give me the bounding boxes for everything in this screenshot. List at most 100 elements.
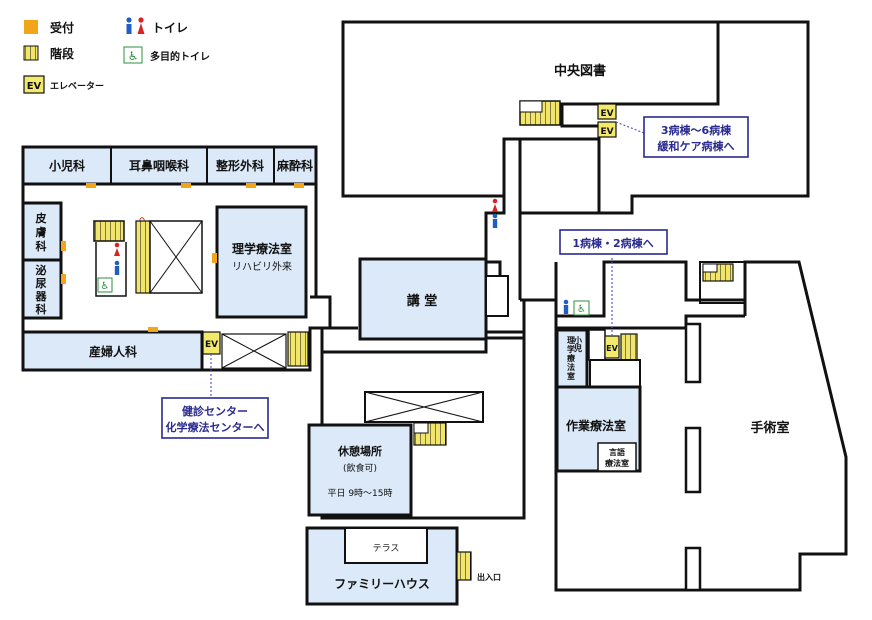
physical-therapy-label: 理学療法室	[232, 241, 292, 256]
obgyn-room	[21, 330, 204, 372]
obgyn-void-cross	[221, 333, 287, 369]
lecture-hall-room	[358, 257, 488, 341]
atrium-void-cross	[149, 220, 203, 294]
rest-area-walls	[320, 328, 526, 520]
occupational-therapy-label: 作業療法室	[566, 418, 626, 433]
legend-stairs-swatch	[23, 45, 39, 61]
west-toilet-enclosure	[95, 242, 127, 297]
ent-label: 耳鼻咽喉科	[129, 158, 189, 173]
east-toilet-male-body	[563, 305, 569, 314]
family-house-label: ファミリーハウス	[334, 577, 430, 591]
speech-therapy-label-line2: 療法室	[605, 458, 629, 468]
west-toilet-male-head	[114, 260, 120, 266]
reception-marker	[212, 253, 217, 263]
callout-wards-1-2	[559, 229, 668, 255]
pediatric-rehab-room	[555, 328, 589, 389]
library-elevator-2	[597, 121, 617, 138]
legend-elevator-swatch	[23, 75, 45, 94]
reception-marker	[61, 274, 66, 284]
urology-room	[21, 258, 63, 320]
dermatology-label-2: 膚	[36, 225, 47, 239]
legend-accessible-label: 多目的トイレ	[150, 50, 210, 63]
east-accessible-box	[573, 300, 590, 316]
legend-toilet-male-head	[126, 17, 132, 23]
speech-therapy-room	[597, 442, 637, 472]
operating-pillar	[684, 322, 702, 384]
library-stair-landing	[519, 100, 543, 113]
legend-reception-label: 受付	[50, 20, 74, 35]
anesthesiology-label: 麻酔科	[276, 158, 313, 173]
corridor-toilet-icon	[492, 198, 498, 228]
obgyn-label: 産婦人科	[89, 344, 137, 359]
rest-area-eating-label: (飲食可)	[343, 462, 377, 474]
pediatric-rehab-char-3: 理	[567, 336, 575, 345]
east-stair-landing	[702, 263, 718, 273]
corridor-toilet-male-head	[492, 213, 498, 219]
reception-marker	[246, 183, 256, 188]
west-toilet-female-head	[114, 242, 120, 248]
wheelchair-icon: ♿	[128, 49, 139, 63]
east-toilet-icon: ♿	[563, 299, 590, 316]
rest-area-label: 休憩場所	[337, 444, 382, 458]
dermatology-room	[21, 201, 63, 262]
atrium-stair-strip	[135, 220, 151, 294]
rest-area-room	[307, 423, 413, 517]
corridor-toilet-male-body	[492, 219, 498, 228]
library-elevator-1-label: EV	[600, 109, 613, 119]
east-block: 手術室 小 児 理 学 療 法 室 EV 作業療法室 言語 療法室	[554, 258, 848, 592]
library-walls	[341, 20, 810, 215]
east-elevator-label: EV	[606, 344, 618, 353]
urology-label-3: 器	[35, 290, 48, 303]
lead-line-wards-3-6	[615, 121, 645, 134]
reception-marker	[294, 183, 304, 188]
dermatology-label-3: 科	[36, 239, 47, 253]
lecture-hall-annex	[485, 275, 509, 317]
legend-elevator-badge: EV	[27, 81, 42, 92]
legend-toilet-icon	[126, 17, 145, 34]
legend-toilet-female-body	[137, 23, 145, 34]
west-toilet-male-body	[114, 266, 120, 275]
urology-label-4: 科	[36, 302, 47, 316]
library-block: 中央図書 EV EV	[341, 20, 810, 215]
lecture-hall-block: 講 堂	[358, 257, 509, 341]
corridor-toilet-female-head	[492, 198, 498, 204]
legend: 受付 階段 EV エレベーター トイレ ♿ 多目的トイレ	[23, 17, 210, 94]
terrace-room	[344, 527, 428, 564]
family-house-stairs	[456, 551, 472, 581]
library-elevator-1	[597, 103, 617, 120]
library-elevator-2-label: EV	[600, 127, 613, 137]
pediatric-rehab-char-2: 児	[573, 344, 582, 353]
pediatric-rehab-char-6: 法	[567, 362, 575, 372]
callout-health-center-line2: 化学療法センターへ	[166, 420, 265, 434]
wheelchair-icon: ♿	[577, 304, 586, 315]
pediatric-rehab-char-4: 学	[567, 344, 575, 354]
physical-therapy-room	[215, 205, 308, 319]
top-clinic-row	[21, 145, 318, 186]
rest-area-hours-label: 平日 9時～15時	[327, 488, 392, 499]
urology-label-1: 泌	[36, 263, 47, 277]
rest-area-block: 休憩場所 (飲食可) 平日 9時～15時	[307, 328, 526, 520]
entrance-label: 出入口	[477, 572, 501, 582]
legend-toilet-label: トイレ	[152, 21, 188, 35]
legend-reception-swatch	[24, 20, 38, 34]
rest-area-stair-landing	[413, 422, 429, 434]
west-toilet-female-body	[114, 248, 120, 256]
west-stairs	[93, 220, 125, 242]
dermatology-label-1: 皮	[35, 211, 47, 225]
west-accessible-box	[97, 277, 113, 293]
east-stair-enclosure	[699, 261, 746, 304]
east-small-stairs	[620, 333, 638, 361]
reception-marker	[61, 241, 66, 251]
pediatric-rehab-annex	[588, 329, 606, 361]
reception-marker	[86, 183, 96, 188]
reception-marker	[148, 327, 158, 332]
terrace-label: テラス	[373, 543, 400, 554]
callout-wards-3-6-line1: 3病棟～6病棟	[661, 123, 732, 137]
legend-elevator-label: エレベーター	[50, 80, 104, 92]
east-inner-wall	[556, 314, 745, 330]
rest-area-void-cross	[364, 391, 484, 423]
callout-health-center	[161, 397, 269, 439]
callout-wards-3-6-line2: 緩和ケア病棟へ	[658, 139, 735, 153]
